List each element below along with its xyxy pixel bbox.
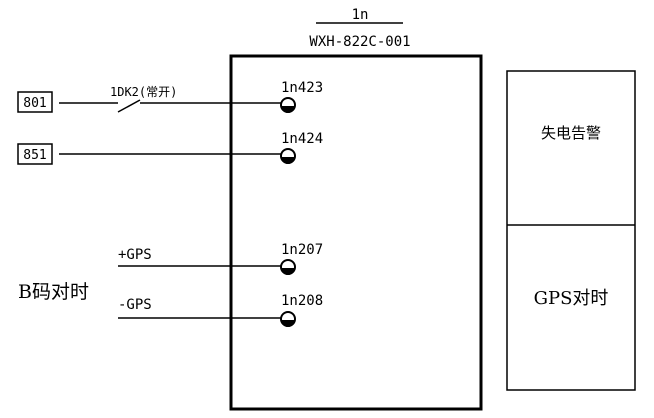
terminal-tag-851: 851 [23,148,46,163]
terminal-dot-fill-1n424 [281,157,295,164]
terminal-label-1n424: 1n424 [281,131,323,147]
switch-label-1dk2: 1DK2(常开) [110,85,177,99]
device-id: 1n [352,7,369,23]
panel-label-power-loss-alarm: 失电告警 [541,124,601,142]
function-panel-box [506,70,636,391]
terminal-dot-fill-1n207 [281,268,295,275]
device-box [229,54,483,411]
terminal-dot-fill-1n208 [281,320,295,327]
gps-minus-label: -GPS [118,297,152,313]
panel-label-gps-sync: GPS对时 [534,288,609,309]
terminal-tag-box-801 [17,91,53,113]
terminal-label-1n208: 1n208 [281,293,323,309]
switch-1dk2-blade [117,99,141,113]
terminal-dot-fill-1n423 [281,106,295,113]
gps-group-label: B码对时 [18,281,89,303]
gps-plus-label: +GPS [118,247,152,263]
terminal-label-1n207: 1n207 [281,242,323,258]
terminal-tag-box-851 [17,143,53,165]
terminal-tag-801: 801 [23,96,46,111]
device-model: WXH-822C-001 [309,34,410,50]
terminal-label-1n423: 1n423 [281,80,323,96]
